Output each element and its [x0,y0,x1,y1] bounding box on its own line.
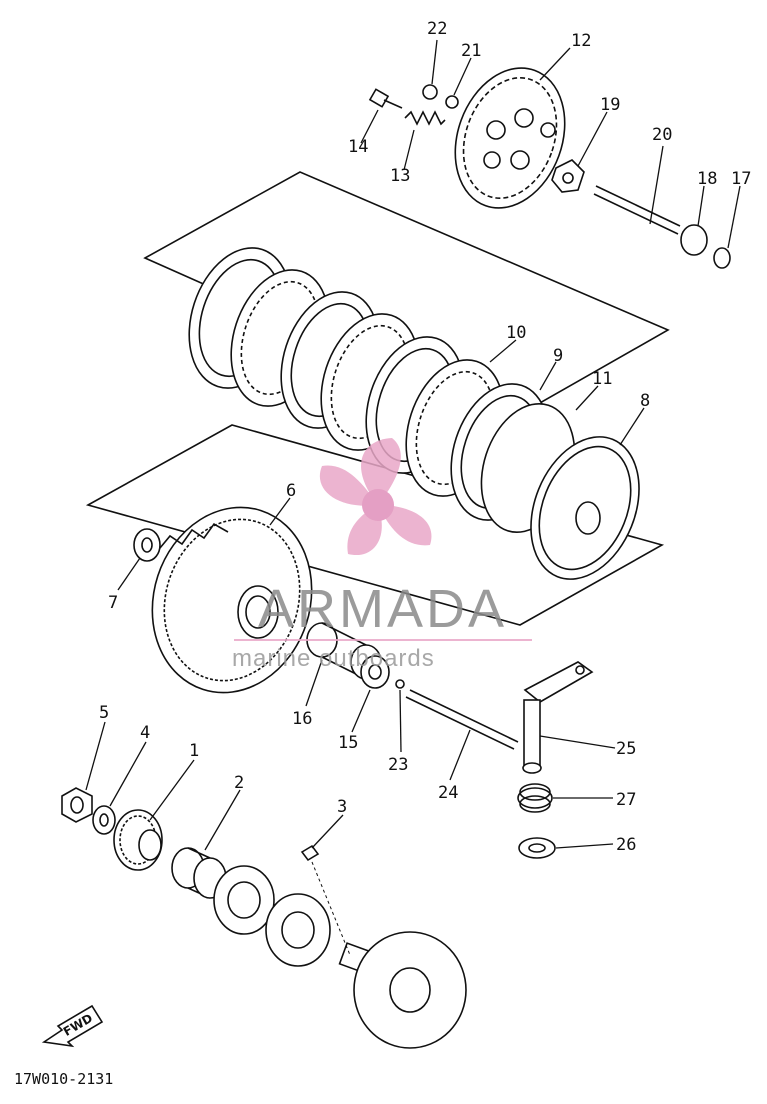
armada-watermark: ARMADA marine outboards [232,438,532,672]
clutch-spring [404,110,446,126]
primary-drive-gear [113,809,163,871]
bearing-rear [265,893,331,967]
nut-5 [61,787,93,823]
washer-21 [445,95,459,109]
part-label-6: 6 [286,481,296,501]
part-label-19: 19 [600,95,620,115]
part-label-27: 27 [616,790,636,810]
part-label-26: 26 [616,835,636,855]
part-label-24: 24 [438,783,458,803]
return-spring-27 [517,783,553,813]
part-label-1: 1 [189,741,199,761]
oil-seal-26 [518,837,556,859]
push-rod-24 [405,689,519,750]
push-rod-assembly [551,159,731,269]
part-label-group: 22 21 12 14 13 19 20 18 17 10 9 11 8 6 7… [99,19,751,855]
basket-group-outline [85,424,665,626]
part-label-7: 7 [108,593,118,613]
part-label-9: 9 [553,346,563,366]
part-label-5: 5 [99,703,109,723]
part-label-17: 17 [731,169,751,189]
clutch-housing [151,506,313,694]
leader-lines [85,39,741,851]
clutch-boss [530,436,640,580]
part-label-8: 8 [640,391,650,411]
part-label-22: 22 [427,19,447,39]
part-label-23: 23 [388,755,408,775]
part-label-2: 2 [234,773,244,793]
part-label-14: 14 [348,137,368,157]
part-label-3: 3 [337,797,347,817]
push-lever-shaft [522,661,594,774]
spring-bolt [368,88,403,109]
part-label-21: 21 [461,41,481,61]
part-label-11: 11 [592,369,612,389]
part-label-13: 13 [390,166,410,186]
part-label-15: 15 [338,733,358,753]
bearing-front [213,865,275,935]
crankshaft [338,931,467,1049]
part-label-20: 20 [652,125,672,145]
key-3 [300,844,320,862]
propeller-logo-icon [319,438,432,556]
part-label-12: 12 [571,31,591,51]
ball-23 [395,679,405,689]
washer-15 [360,655,390,689]
part-label-25: 25 [616,739,636,759]
drawing-code: 17W010-2131 [14,1070,113,1088]
watermark-tagline: marine outboards [232,645,435,672]
part-label-16: 16 [292,709,312,729]
nut-22 [422,84,438,100]
thrust-washer-7 [133,528,161,562]
part-label-4: 4 [140,723,150,743]
washer-4 [92,805,116,835]
part-label-18: 18 [697,169,717,189]
part-label-10: 10 [506,323,526,343]
pressure-plate [454,67,566,209]
watermark-brand: ARMADA [258,579,507,639]
fwd-arrow-icon: FWD [41,1004,104,1048]
